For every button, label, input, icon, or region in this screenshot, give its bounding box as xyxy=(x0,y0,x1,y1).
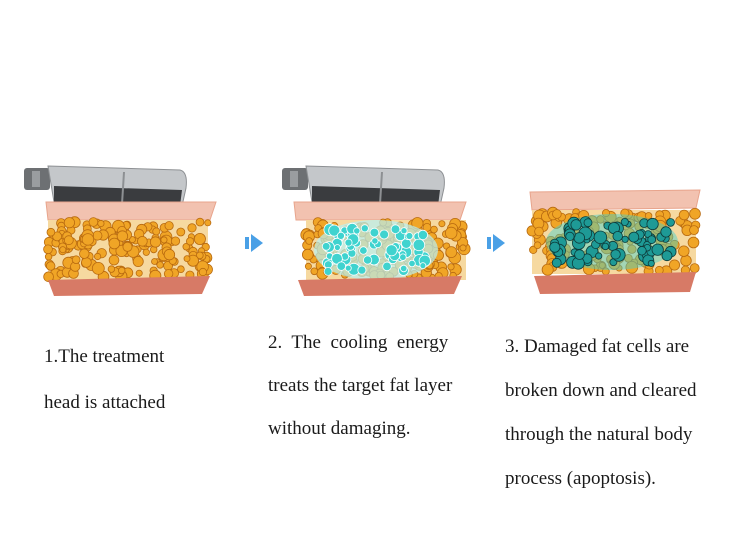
caption-line: process (apoptosis). xyxy=(505,468,656,489)
caption-line: 2. The cooling energy xyxy=(268,332,449,353)
chevron-right-icon xyxy=(487,232,507,259)
stage-1-illustration xyxy=(18,158,228,303)
muscle-layer xyxy=(298,276,462,296)
caption-line: through the natural body xyxy=(505,424,693,445)
caption-line: without damaging. xyxy=(268,418,411,439)
stage-2-illustration xyxy=(276,158,486,303)
caption-line: treats the target fat layer xyxy=(268,375,453,396)
skin-layer xyxy=(529,189,701,211)
muscle-layer xyxy=(48,276,210,296)
step-1-caption: 1.The treatment head is attached xyxy=(44,346,244,438)
fat-layer xyxy=(43,216,213,283)
applicator-device-icon xyxy=(24,165,187,207)
stage-3-illustration xyxy=(520,180,710,305)
applicator-device-icon xyxy=(282,165,445,207)
skin-layer xyxy=(45,201,217,221)
cool-cells xyxy=(321,222,431,276)
skin-layer xyxy=(293,201,467,221)
caption-line: head is attached xyxy=(44,392,166,413)
step-2-caption: 2. The cooling energy treats the target … xyxy=(268,332,483,461)
caption-line: 1.The treatment xyxy=(44,346,165,367)
caption-line: broken down and cleared xyxy=(505,380,697,401)
step-3-caption: 3. Damaged fat cells are broken down and… xyxy=(505,336,735,512)
chevron-right-icon xyxy=(245,232,265,259)
caption-line: 3. Damaged fat cells are xyxy=(505,336,690,357)
muscle-layer xyxy=(534,272,696,294)
dead-cells xyxy=(549,216,677,270)
